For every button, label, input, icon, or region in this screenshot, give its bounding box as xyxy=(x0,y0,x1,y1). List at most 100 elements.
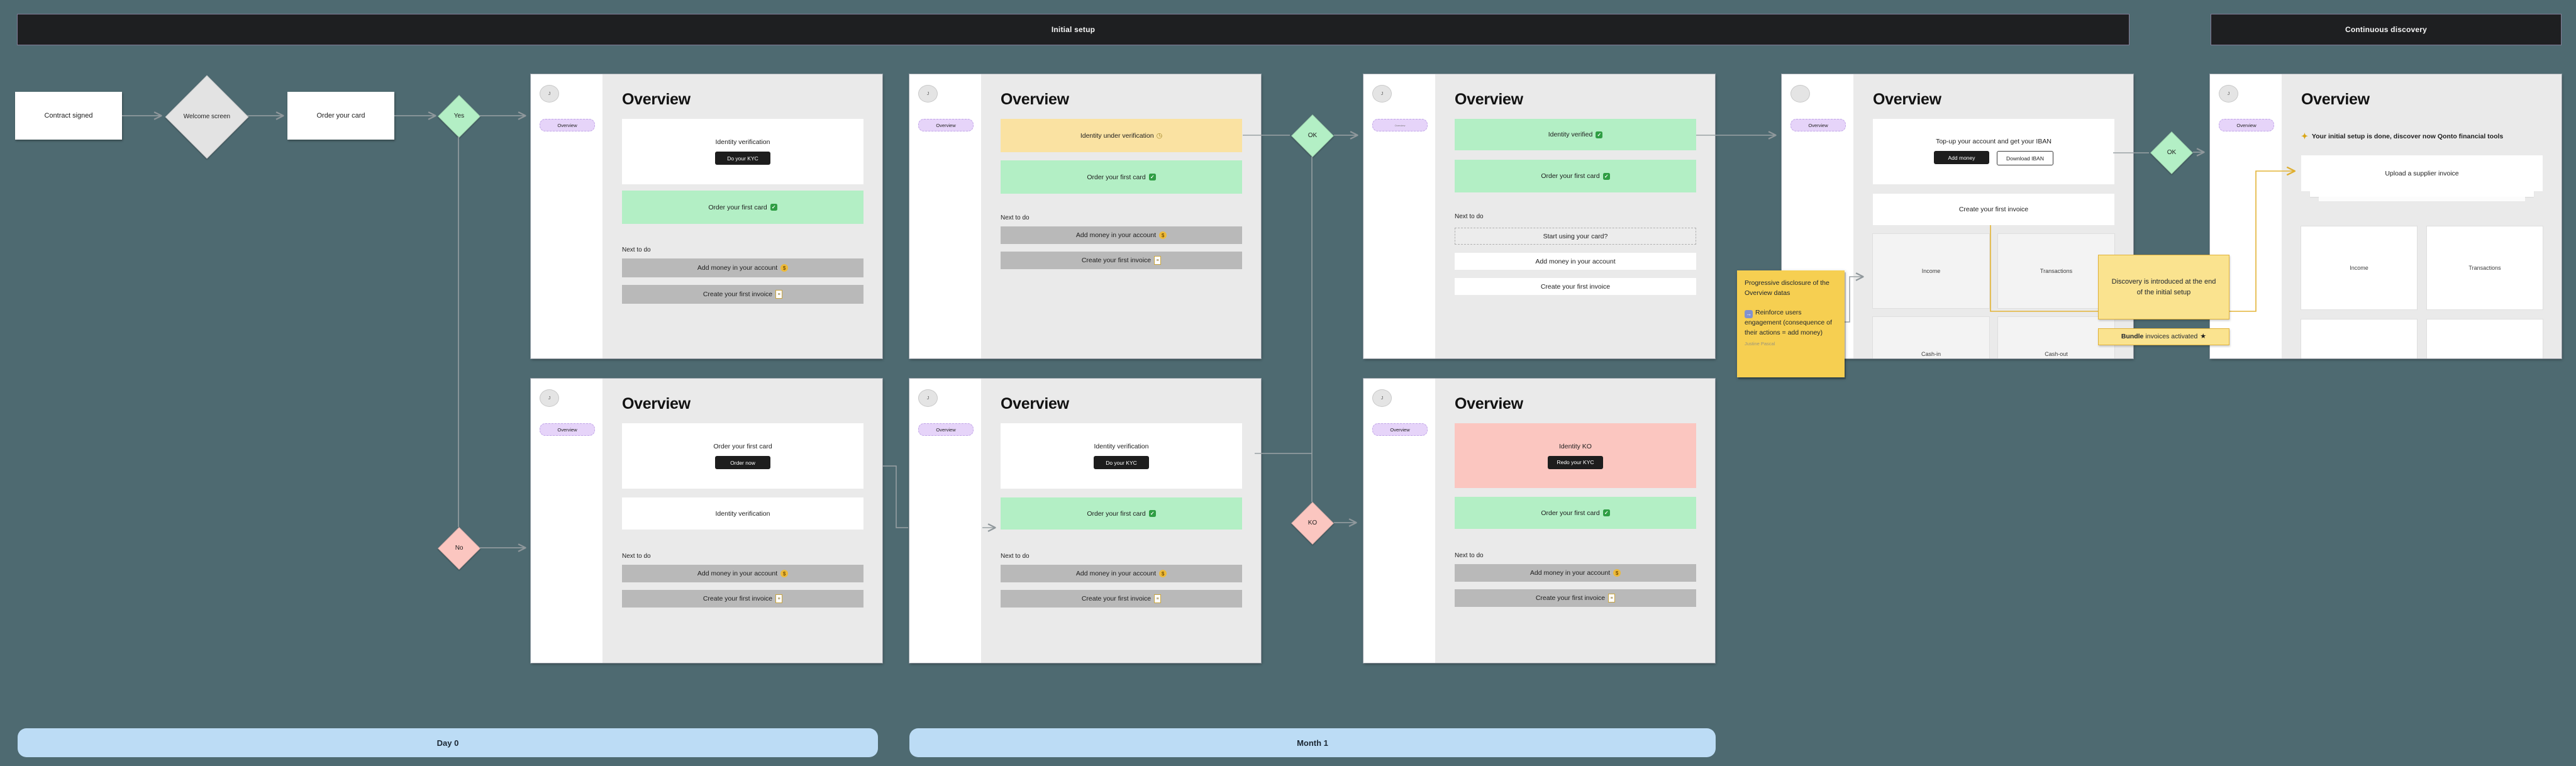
bar-label: Add money in your account xyxy=(697,570,778,577)
grid-cell-cashout[interactable]: Cash-out xyxy=(1998,317,2114,358)
status-bar[interactable]: Add money in your account xyxy=(1455,253,1696,270)
card-button[interactable]: Download IBAN xyxy=(1997,151,2053,165)
sidebar-item-overview[interactable]: Overview xyxy=(1372,119,1428,131)
cell-label: Transactions xyxy=(2468,265,2501,271)
status-bar[interactable]: Add money in your account$ xyxy=(622,565,863,582)
flow-decision-welcome-screen[interactable]: Welcome screen xyxy=(165,75,249,159)
bar-label: Create your first invoice xyxy=(702,595,773,602)
bar-label: Create your first invoice xyxy=(1540,282,1611,291)
bar-label: Order your first card xyxy=(1541,172,1600,180)
status-bar[interactable]: Identity under verification◷ xyxy=(1001,119,1242,152)
sidebar-item-overview[interactable]: Overview xyxy=(2219,119,2274,131)
bar-label: Create your first invoice xyxy=(1958,206,2029,213)
flow-decision-yes[interactable]: Yes xyxy=(438,95,480,138)
status-bar[interactable]: Create your first invoice xyxy=(1455,278,1696,295)
status-bar[interactable]: Order your first card✓ xyxy=(1455,497,1696,529)
invoice-icon: ≡ xyxy=(775,290,783,299)
card-button[interactable]: Do your KYC xyxy=(1094,456,1149,469)
grid-cell-transactions[interactable]: Transactions xyxy=(2427,226,2543,309)
sidebar-item-overview[interactable]: Overview xyxy=(1372,423,1428,436)
grid-cell-cashin[interactable]: Cash-in xyxy=(2301,319,2417,358)
status-bar[interactable]: Add money in your account$ xyxy=(1001,565,1242,582)
sticky-note-discovery[interactable]: Discovery is introduced at the end of th… xyxy=(2098,255,2229,319)
status-bar[interactable]: Start using your card? xyxy=(1455,228,1696,245)
status-bar[interactable]: Create your first invoice≡ xyxy=(1001,252,1242,269)
sidebar-item-overview[interactable]: Overview xyxy=(918,423,974,436)
bar-label: Add money in your account xyxy=(1075,570,1157,577)
status-bar[interactable]: Create your first invoice≡ xyxy=(622,590,863,608)
avatar: J xyxy=(918,389,938,407)
status-bar[interactable]: Add money in your account$ xyxy=(622,258,863,277)
flow-node-contract-signed[interactable]: Contract signed xyxy=(15,92,122,140)
upload-invoice-bar[interactable]: Upload a supplier invoice xyxy=(2301,155,2543,191)
status-bar[interactable]: Add money in your account$ xyxy=(1001,226,1242,244)
paper-stack-strip xyxy=(2310,191,2534,197)
card-button[interactable]: Redo your KYC xyxy=(1548,455,1603,469)
status-bar[interactable]: Identity verified✓ xyxy=(1455,119,1696,150)
section-label: Next to do xyxy=(1455,213,1484,220)
grid-cell-transactions[interactable]: Transactions xyxy=(1998,234,2114,308)
check-icon: ✓ xyxy=(1596,131,1603,138)
section-label: Next to do xyxy=(622,553,651,560)
grid-cell-income[interactable]: Income xyxy=(2301,226,2417,309)
card-buttons: Add money Download IBAN xyxy=(1934,151,2053,165)
bar-label: Order your first card xyxy=(1087,509,1146,518)
card-button[interactable]: Order now xyxy=(715,456,770,469)
sidebar-item-overview[interactable]: Overview xyxy=(918,119,974,131)
section-label: Next to do xyxy=(1455,552,1484,559)
status-bar[interactable]: Order your first card✓ xyxy=(622,191,863,224)
flow-decision-no[interactable]: No xyxy=(438,527,480,570)
sticky-note-progressive-disclosure[interactable]: Progressive disclosure of the Overview d… xyxy=(1737,270,1845,377)
section-label: Next to do xyxy=(622,247,651,253)
status-bar[interactable]: Identity verification xyxy=(622,497,863,530)
status-bar[interactable]: Create your first invoice≡ xyxy=(1001,590,1242,608)
status-bar[interactable]: Order your first card✓ xyxy=(1001,497,1242,530)
sidebar-item-overview[interactable]: Overview xyxy=(540,119,595,131)
flow-node-order-your-card[interactable]: Order your card xyxy=(287,92,394,140)
page-title: Overview xyxy=(1455,395,1523,413)
note-text-bold: Bundle xyxy=(2121,332,2144,340)
arrow-right-icon: → xyxy=(1745,309,1753,318)
section-banner-initial-setup: Initial setup xyxy=(17,14,2129,45)
status-bar[interactable]: Add money in your account$ xyxy=(1455,564,1696,582)
cell-label: Transactions xyxy=(2040,268,2073,274)
grid-cell-income[interactable]: Income xyxy=(1873,234,1989,308)
bar-label: Create your first invoice xyxy=(702,291,773,298)
subtitle-text: Your initial setup is done, discover now… xyxy=(2311,133,2504,140)
sticky-note-bundle-invoices[interactable]: Bundle invoices activated ★ xyxy=(2098,328,2229,345)
sidebar-item-overview[interactable]: Overview xyxy=(1790,119,1846,131)
sidebar-item-overview[interactable]: Overview xyxy=(540,423,595,436)
status-bar[interactable]: Order your first card✓ xyxy=(1455,160,1696,192)
status-bar[interactable]: Create your first invoice≡ xyxy=(622,285,863,304)
card-button[interactable]: Do your KYC xyxy=(715,152,770,165)
flow-decision-ok-kyc[interactable]: OK xyxy=(1291,114,1334,157)
avatar: J xyxy=(1372,389,1392,407)
flow-decision-ok-setup[interactable]: OK xyxy=(2150,131,2193,174)
avatar: J xyxy=(1372,85,1392,103)
card-button[interactable]: Add money xyxy=(1934,151,1989,164)
status-bar[interactable]: Create your first invoice≡ xyxy=(1455,589,1696,607)
grid-cell-cashin[interactable]: Cash-in xyxy=(1873,317,1989,358)
money-icon: $ xyxy=(1159,231,1167,239)
money-icon: $ xyxy=(780,570,789,577)
card-title: Order your first card xyxy=(713,443,772,450)
status-bar[interactable]: Order your first card✓ xyxy=(1001,160,1242,194)
page-title: Overview xyxy=(1001,395,1069,413)
grid-cell-cashout[interactable]: Cash-out xyxy=(2427,319,2543,358)
screen-main: Overview✦Your initial setup is done, dis… xyxy=(2282,74,2562,358)
bar-label: Add money in your account xyxy=(1530,569,1611,577)
flow-decision-label: OK xyxy=(1307,131,1318,139)
status-bar[interactable]: Create your first invoice xyxy=(1873,194,2114,225)
flow-decision-ko-kyc[interactable]: KO xyxy=(1291,502,1334,545)
